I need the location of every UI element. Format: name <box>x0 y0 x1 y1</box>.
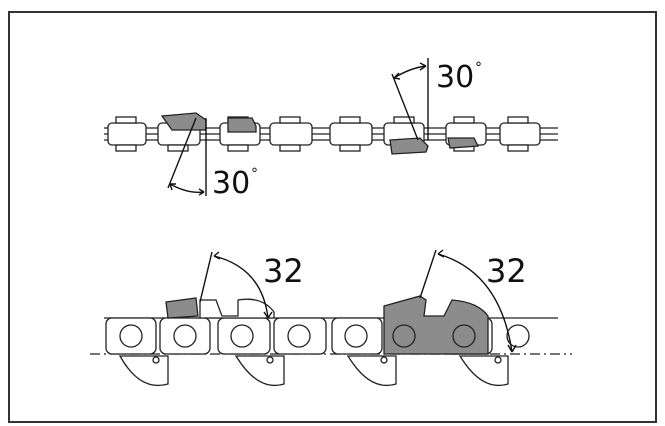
label-top-left-angle: 30 <box>212 166 250 201</box>
label-bottom-right-angle: 32 <box>486 252 527 290</box>
side-angle-markers <box>199 249 517 353</box>
top-cutter-left-tail <box>227 117 257 133</box>
side-cutter-left-body <box>199 298 275 319</box>
side-cutter-left-shaded <box>165 297 199 319</box>
degree-top-right: ° <box>475 60 482 76</box>
label-top-right-angle: 30 <box>436 60 474 95</box>
top-cutter-right-tail <box>447 137 480 149</box>
figure-border <box>8 11 657 423</box>
top-link-plates <box>107 116 541 152</box>
side-rivets <box>119 324 530 348</box>
chain-side-view <box>90 295 572 387</box>
chain-top-view <box>104 112 558 155</box>
top-angle-markers <box>167 58 429 196</box>
label-bottom-left-angle: 32 <box>263 252 304 290</box>
top-cutter-right <box>389 137 429 155</box>
degree-top-left: ° <box>251 166 258 182</box>
